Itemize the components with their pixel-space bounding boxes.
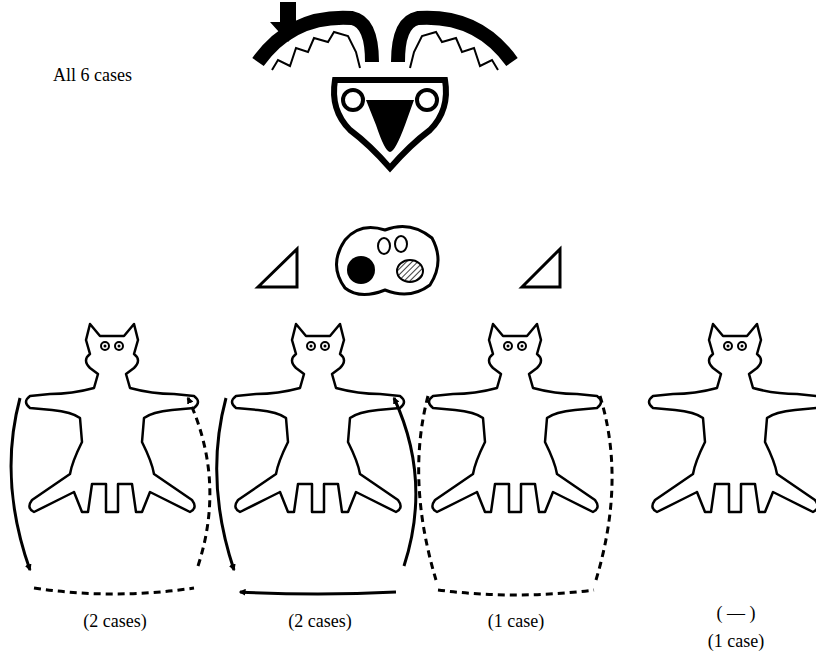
root-band (258, 18, 372, 62)
case-count: All 6 cases (53, 66, 132, 86)
animal-figure (429, 324, 601, 512)
triangle-mark (258, 249, 297, 287)
animal-figure (26, 324, 198, 512)
no-spread-mark: ( — ) (717, 604, 756, 624)
case-caption: (1 case) (708, 632, 764, 652)
lesion-circle (417, 90, 437, 110)
case-caption: (1 case) (488, 612, 544, 632)
spread-arcs (419, 396, 612, 595)
root-outline (272, 32, 360, 70)
spread-arcs (11, 398, 210, 594)
animal-figure (649, 324, 816, 512)
root-band (398, 18, 512, 62)
small-section (337, 226, 439, 294)
cord-outline (334, 80, 446, 168)
lesion-circle (343, 90, 363, 110)
root-outline (410, 32, 498, 70)
case-caption: (2 cases) (288, 612, 351, 632)
grey-matter (366, 100, 414, 152)
triangle-mark (522, 249, 560, 287)
case-caption: (2 cases) (83, 612, 146, 632)
cord-section (258, 2, 512, 168)
spread-arcs (217, 398, 416, 594)
animal-figure (232, 324, 404, 512)
